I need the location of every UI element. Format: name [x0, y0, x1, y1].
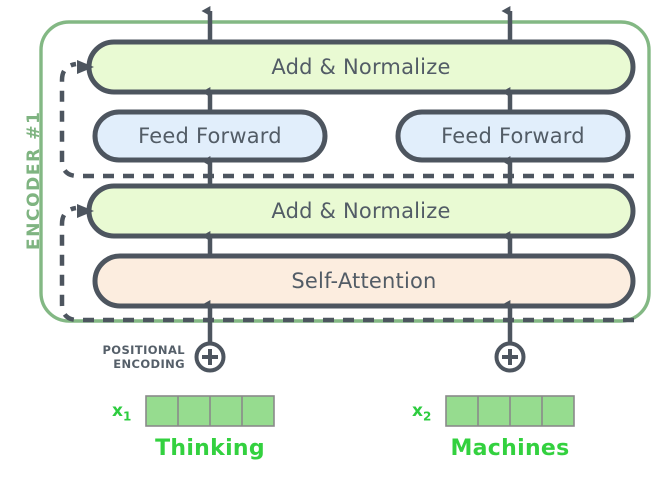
self-attention-box	[92, 253, 636, 309]
residual-connection-lower	[59, 205, 634, 323]
embedding-vector-machines	[445, 395, 575, 427]
add-normalize-top-box	[86, 39, 636, 95]
residual-connection-upper	[59, 61, 634, 179]
feed-forward-left-box	[92, 109, 328, 163]
residual-arrowhead-lower	[77, 204, 94, 218]
feed-forward-right-box	[395, 109, 631, 163]
add-normalize-bottom-box	[86, 183, 636, 239]
plus-circle-icon-right	[494, 341, 526, 373]
embedding-vector-thinking	[145, 395, 275, 427]
residual-arrowhead-upper	[77, 60, 94, 74]
plus-circle-icon-left	[194, 341, 226, 373]
